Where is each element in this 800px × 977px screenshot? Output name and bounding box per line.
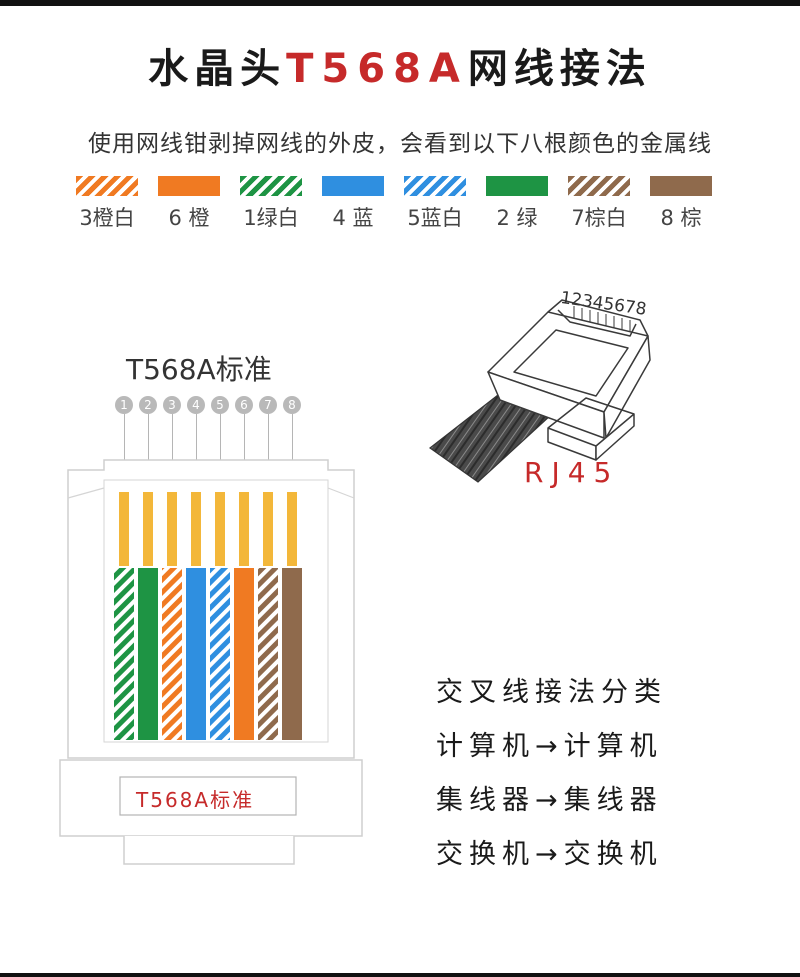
- classification-list: 交叉线接法分类计算机→计算机集线器→集线器交换机→交换机: [436, 670, 736, 886]
- color-legend: 3橙白 6 橙 1绿白 4 蓝 5蓝白 2 绿 7棕白 8 棕: [76, 176, 736, 236]
- classification-item: 集线器→集线器: [436, 785, 663, 816]
- pin-number: 6: [235, 396, 253, 414]
- wire-swatch-label: 3橙白: [79, 206, 135, 230]
- pin-number: 5: [211, 396, 229, 414]
- pin-number: 3: [163, 396, 181, 414]
- wire-strand: [138, 568, 158, 740]
- wire-swatch-label: 8 棕: [660, 206, 702, 230]
- pin-guide-line: [220, 414, 221, 476]
- title-code: T568A: [286, 46, 468, 92]
- page-title: 水晶头T568A网线接法: [0, 36, 800, 94]
- classification-item: 计算机→计算机: [436, 731, 663, 762]
- wire-swatch-label: 4 蓝: [332, 206, 374, 230]
- title-prefix: 水晶头: [148, 46, 287, 92]
- pin-guide-line: [268, 414, 269, 476]
- pin-number: 7: [259, 396, 277, 414]
- bottom-border: [0, 973, 800, 977]
- top-border: [0, 0, 800, 6]
- wire-strand: [210, 568, 230, 740]
- wire-strand: [282, 568, 302, 740]
- pin-guide-line: [244, 414, 245, 476]
- wire-swatch-label: 2 绿: [496, 206, 538, 230]
- plug-label: T568A标准: [136, 788, 255, 812]
- pin-contact: [191, 492, 201, 566]
- pin-number: 1: [115, 396, 133, 414]
- pin-guide-line: [292, 414, 293, 476]
- pin-contact: [215, 492, 225, 566]
- classification-item: 交换机→交换机: [436, 839, 663, 870]
- wire-swatch: [650, 176, 712, 196]
- pin-guide-line: [172, 414, 173, 476]
- wire-swatch: [404, 176, 466, 196]
- wire-strand: [114, 568, 134, 740]
- pin-guide-line: [148, 414, 149, 476]
- wire-strand: [186, 568, 206, 740]
- subtitle: 使用网线钳剥掉网线的外皮，会看到以下八根颜色的金属线: [88, 131, 712, 157]
- wire-swatch: [568, 176, 630, 196]
- wire-group: [114, 492, 302, 740]
- wire-swatch-label: 6 橙: [168, 206, 210, 230]
- pin-contact: [287, 492, 297, 566]
- wire-strand: [258, 568, 278, 740]
- rj45-plug: [487, 299, 651, 461]
- wire-strand: [162, 568, 182, 740]
- wire-swatch-label: 5蓝白: [407, 206, 463, 230]
- wire-swatch: [322, 176, 384, 196]
- wire-swatch: [486, 176, 548, 196]
- pin-contact: [239, 492, 249, 566]
- wire-swatch-label: 1绿白: [243, 206, 299, 230]
- wire-swatch: [240, 176, 302, 196]
- pin-number: 4: [187, 396, 205, 414]
- standard-title: T568A标准: [126, 353, 272, 386]
- pin-contact: [143, 492, 153, 566]
- classification-heading: 交叉线接法分类: [436, 677, 667, 708]
- wire-swatch: [158, 176, 220, 196]
- pin-number: 8: [283, 396, 301, 414]
- rj45-label: RJ45: [524, 456, 620, 489]
- wire-strand: [234, 568, 254, 740]
- pin-guide-line: [124, 414, 125, 476]
- wire-swatch-label: 7棕白: [571, 206, 627, 230]
- title-suffix: 网线接法: [467, 46, 652, 92]
- pin-number: 2: [139, 396, 157, 414]
- pin-guide-line: [196, 414, 197, 476]
- pin-contact: [167, 492, 177, 566]
- pin-contact: [119, 492, 129, 566]
- pin-contact: [263, 492, 273, 566]
- wire-swatch: [76, 176, 138, 196]
